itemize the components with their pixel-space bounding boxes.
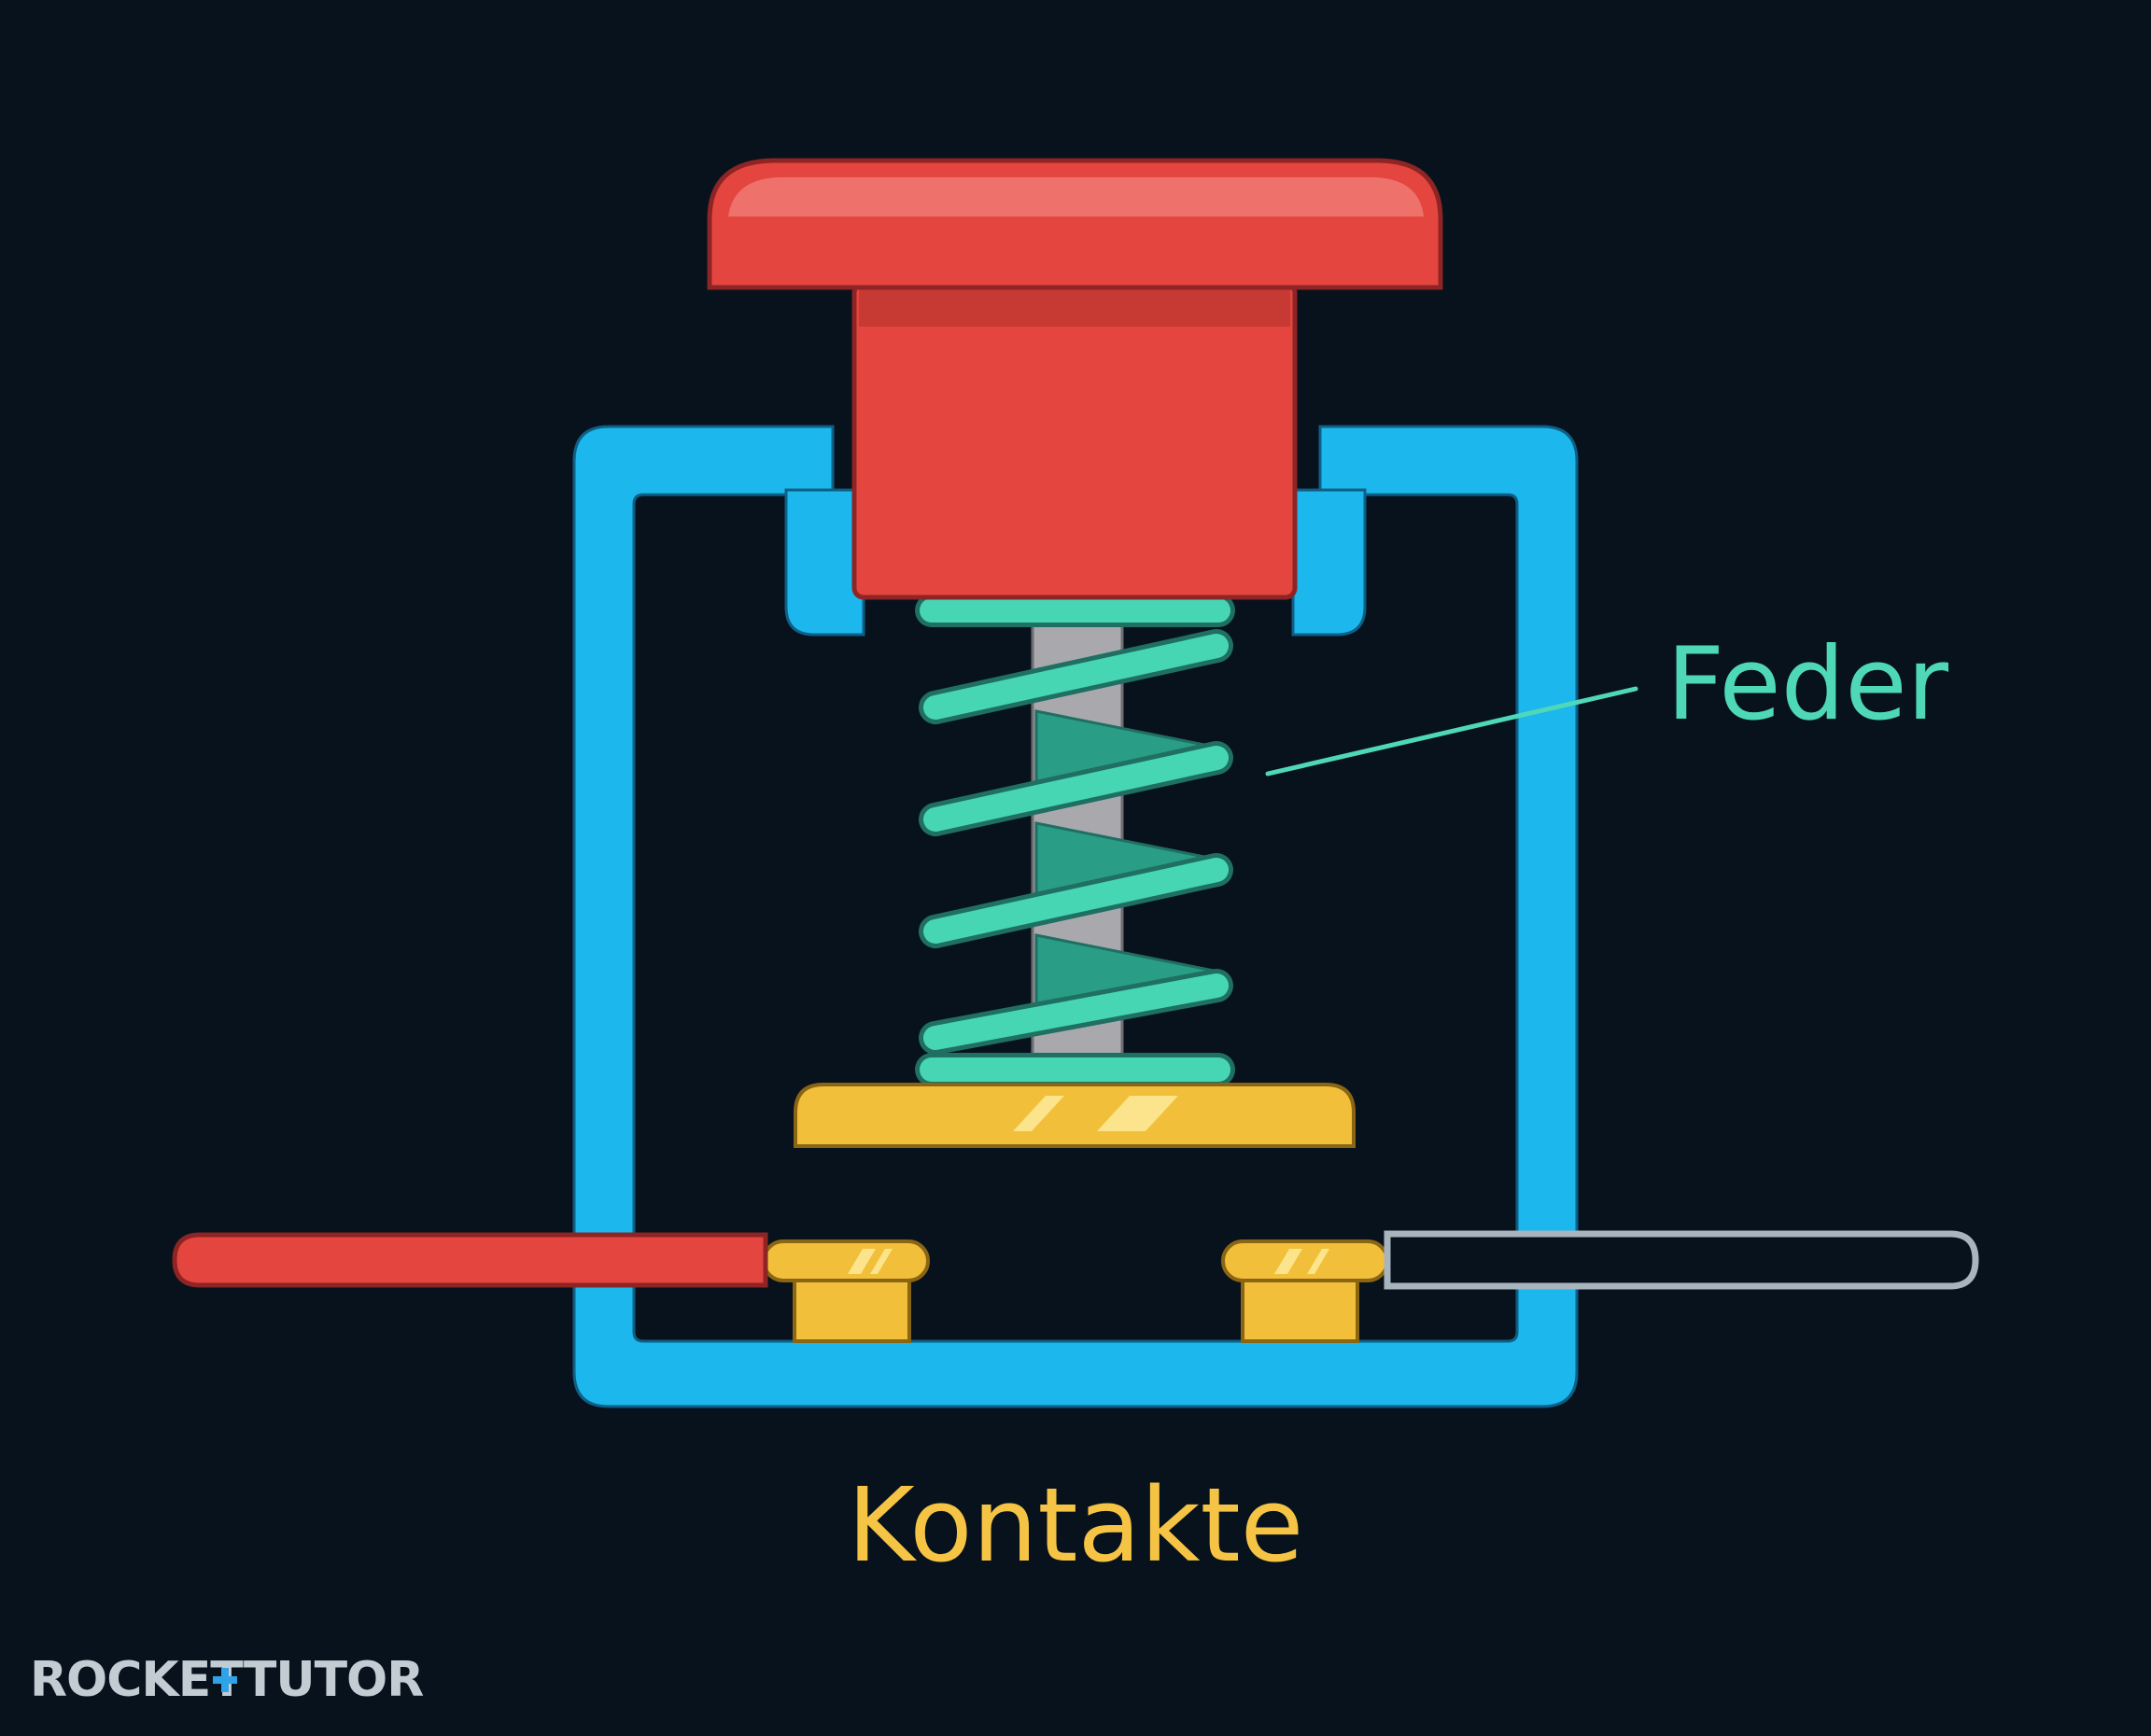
logo-plus-icon bbox=[213, 1668, 237, 1692]
contact-right bbox=[1221, 1239, 1389, 1343]
housing-lip-left bbox=[784, 488, 865, 637]
spring-leader-line bbox=[1265, 686, 1638, 777]
switch-housing bbox=[572, 425, 1579, 1408]
plunger-stem bbox=[851, 281, 1298, 600]
spring bbox=[915, 594, 1235, 1086]
contacts-label: Kontakte bbox=[848, 1465, 1304, 1585]
wire-left-red bbox=[172, 1232, 768, 1288]
button-cap-highlight bbox=[728, 177, 1424, 217]
contact-left bbox=[762, 1239, 930, 1343]
housing-lip-right bbox=[1291, 488, 1367, 637]
wire-right-outline bbox=[1384, 1230, 1979, 1290]
spring-label: Feder bbox=[1666, 626, 1949, 743]
plunger-stem-shade bbox=[859, 287, 1290, 327]
contact-bridge bbox=[794, 1083, 1356, 1148]
